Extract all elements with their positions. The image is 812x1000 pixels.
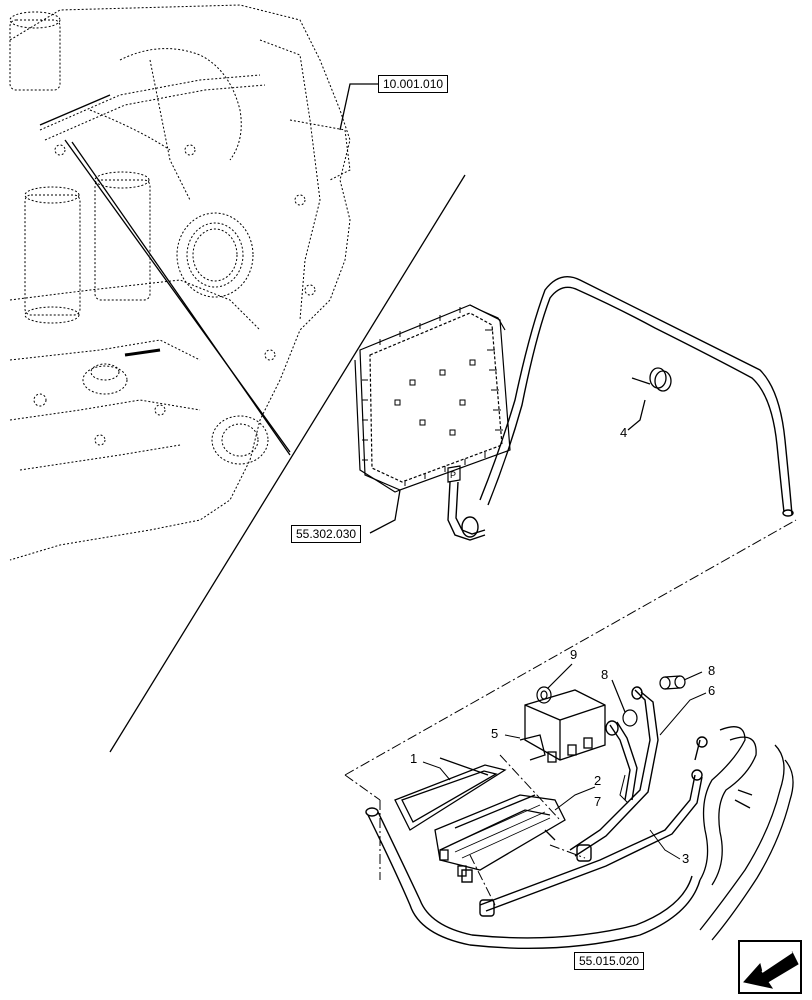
separation-lines <box>64 83 466 753</box>
ref-controller-code[interactable]: 55.302.030 <box>291 525 362 543</box>
wire-harness <box>365 686 708 950</box>
section-divider-line <box>109 174 466 753</box>
cap-part-8 <box>611 671 703 727</box>
harness-tube <box>699 726 794 941</box>
callout-3: 3 <box>682 851 690 866</box>
nut-part-9 <box>536 663 573 704</box>
callout-leaders <box>422 692 707 860</box>
engine-illustration <box>9 4 351 561</box>
gasket-part-1 <box>394 757 507 831</box>
back-navigation-button[interactable] <box>738 940 802 994</box>
svg-text:P: P <box>450 470 456 480</box>
connector-part-2 <box>434 794 566 877</box>
upper-harness <box>447 276 794 541</box>
callout-7: 7 <box>594 794 602 809</box>
callout-8a: 8 <box>601 667 609 682</box>
callout-2: 2 <box>594 773 602 788</box>
ref-engine-leader <box>339 83 378 131</box>
callout-5: 5 <box>491 726 499 741</box>
callout-1: 1 <box>410 751 418 766</box>
engine-detail-lines <box>39 94 161 357</box>
assembly-boundary <box>344 519 797 906</box>
callout-9: 9 <box>570 647 578 662</box>
ref-engine-code[interactable]: 10.001.010 <box>378 75 449 93</box>
engine-pointer-line-2 <box>71 141 291 456</box>
relay-part-5 <box>519 689 606 763</box>
callout-6: 6 <box>708 683 716 698</box>
ref-harness-code[interactable]: 55.015.020 <box>574 952 645 970</box>
callout-8b: 8 <box>708 663 716 678</box>
callout-4: 4 <box>620 425 628 440</box>
ref-controller-leader <box>369 489 401 534</box>
arrow-back-icon <box>743 951 799 989</box>
engine-pointer-line <box>64 139 291 453</box>
clamp-part-4 <box>627 367 672 431</box>
control-unit: P <box>354 304 511 493</box>
